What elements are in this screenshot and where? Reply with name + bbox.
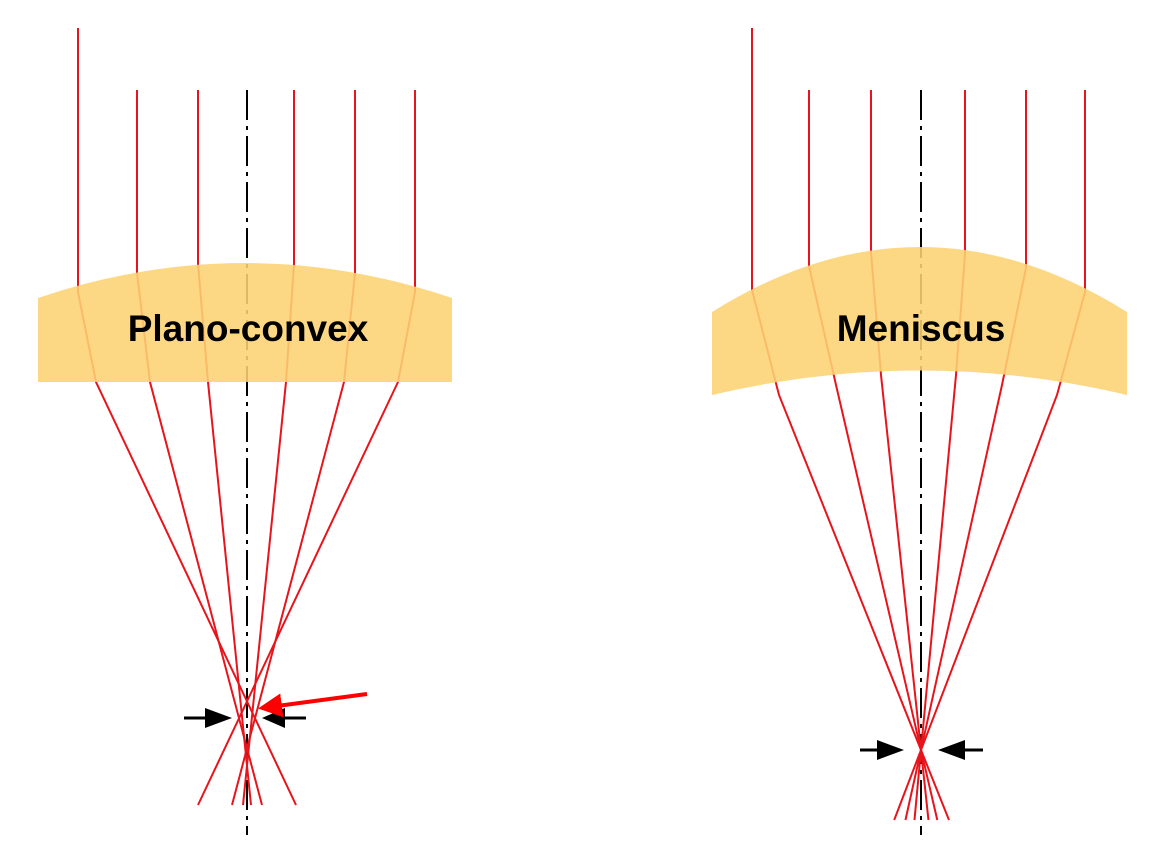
plano-convex-lens <box>38 263 452 382</box>
light-ray <box>197 90 416 806</box>
light-ray <box>870 90 930 821</box>
focus-width-left-arrow-icon <box>860 740 904 760</box>
focus-width-left-arrow-icon <box>184 708 232 728</box>
highlight-arrow-icon <box>258 692 368 718</box>
light-ray <box>136 90 263 806</box>
focus-width-right-arrow-icon <box>938 740 983 760</box>
lens-label: Plano-convex <box>128 308 369 349</box>
lens-label: Meniscus <box>837 308 1006 349</box>
meniscus-lens <box>712 247 1127 395</box>
plano-convex-panel: Plano-convex <box>38 28 452 835</box>
light-ray <box>808 90 939 821</box>
light-ray <box>242 90 295 806</box>
meniscus-panel: Meniscus <box>712 28 1127 835</box>
light-ray <box>197 90 252 806</box>
light-rays <box>751 28 1086 821</box>
light-ray <box>893 90 1086 821</box>
focus-width-right-arrow-icon <box>262 708 306 728</box>
light-ray <box>913 90 966 821</box>
light-ray <box>751 28 950 821</box>
